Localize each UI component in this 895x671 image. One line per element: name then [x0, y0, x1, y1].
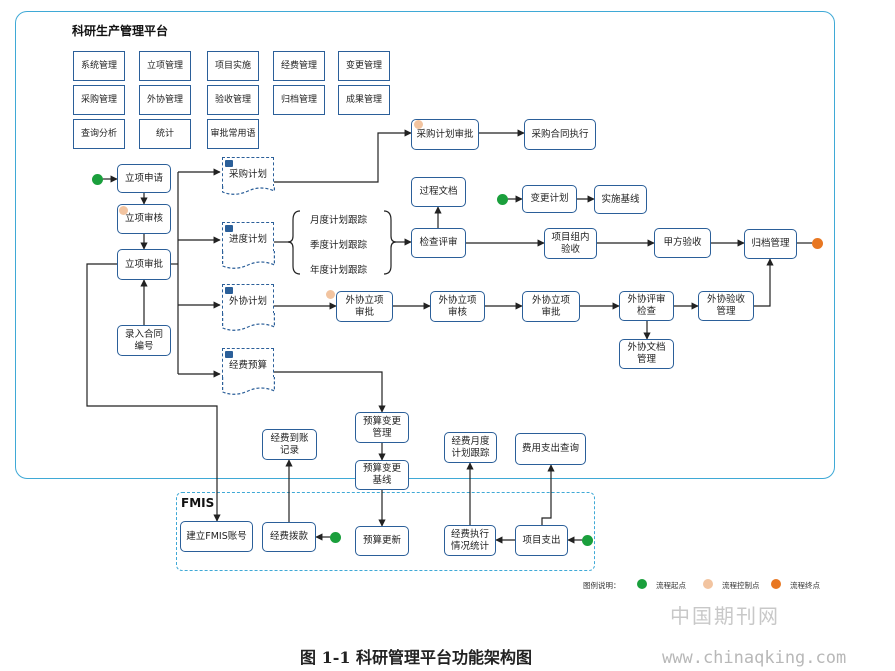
control-point-icon [414, 120, 423, 129]
platform-title: 科研生产管理平台 [72, 24, 169, 38]
doc-wave-purchase [222, 186, 275, 195]
node-expense-query[interactable]: 费用支出查询 [515, 433, 586, 465]
document-icon [225, 225, 233, 232]
end-point-icon [812, 238, 823, 249]
doc-label: 采购计划 [228, 168, 267, 180]
menu-approval-phrases[interactable]: 审批常用语 [207, 119, 259, 149]
doc-label: 进度计划 [228, 233, 267, 245]
menu-statistics[interactable]: 统计 [139, 119, 191, 149]
menu-query-analysis[interactable]: 查询分析 [73, 119, 125, 149]
legend-start: 流程起点 [656, 581, 686, 590]
node-budget-change-baseline[interactable]: 预算变更 基线 [355, 460, 409, 490]
node-change-plan[interactable]: 变更计划 [522, 185, 577, 213]
node-funds-received-record[interactable]: 经费到账 记录 [262, 429, 317, 460]
node-team-internal-acceptance[interactable]: 项目组内 验收 [544, 228, 597, 259]
node-budget-change-management[interactable]: 预算变更 管理 [355, 412, 409, 443]
legend-end: 流程终点 [790, 581, 820, 590]
node-implementation-baseline[interactable]: 实施基线 [594, 185, 647, 214]
legend-control: 流程控制点 [722, 581, 760, 590]
doc-wave-outsourcing [222, 313, 275, 331]
start-point-icon [92, 174, 103, 185]
fmis-title: FMIS [181, 496, 215, 510]
doc-label: 外协计划 [228, 295, 267, 307]
start-point-icon [330, 532, 341, 543]
document-icon [225, 160, 233, 167]
node-outsourcing-acceptance[interactable]: 外协验收 管理 [698, 291, 754, 321]
tracking-yearly: 年度计划跟踪 [310, 265, 368, 276]
control-point-icon [119, 206, 128, 215]
platform-frame [15, 11, 835, 479]
doc-funding-budget[interactable]: 经费预算 [222, 348, 274, 378]
node-outsourcing-setup-approval-1[interactable]: 外协立项 审批 [336, 291, 393, 322]
node-outsourcing-documents[interactable]: 外协文档 管理 [619, 339, 674, 369]
menu-system-mgmt[interactable]: 系统管理 [73, 51, 125, 81]
fmis-frame [176, 492, 595, 571]
node-purchase-contract-execution[interactable]: 采购合同执行 [524, 119, 596, 150]
tracking-monthly: 月度计划跟踪 [310, 215, 368, 226]
legend-end-icon [771, 579, 781, 589]
node-funds-disbursement[interactable]: 经费拨款 [262, 522, 316, 552]
node-project-approval[interactable]: 立项审批 [117, 249, 171, 280]
menu-results-mgmt[interactable]: 成果管理 [338, 85, 390, 115]
node-enter-contract-number[interactable]: 录入合同 编号 [117, 325, 171, 356]
menu-change-mgmt[interactable]: 变更管理 [338, 51, 390, 81]
node-budget-update[interactable]: 预算更新 [355, 526, 409, 556]
node-archive-management[interactable]: 归档管理 [744, 229, 797, 259]
doc-wave-schedule [222, 251, 275, 269]
menu-project-setup[interactable]: 立项管理 [139, 51, 191, 81]
node-funding-execution-stats[interactable]: 经费执行 情况统计 [444, 525, 496, 556]
document-icon [225, 287, 233, 294]
node-inspection-review[interactable]: 检查评审 [411, 228, 466, 258]
menu-project-implementation[interactable]: 项目实施 [207, 51, 259, 81]
node-project-expenditure[interactable]: 项目支出 [515, 525, 568, 556]
tracking-quarterly: 季度计划跟踪 [310, 240, 368, 251]
node-outsourcing-review-inspection[interactable]: 外协评审 检查 [619, 291, 674, 321]
node-create-fmis-account[interactable]: 建立FMIS账号 [180, 521, 253, 552]
node-outsourcing-setup-approval-2[interactable]: 外协立项 审批 [522, 291, 580, 322]
doc-wave-budget [222, 377, 275, 395]
doc-purchase-plan[interactable]: 采购计划 [222, 157, 274, 187]
watermark-url: www.chinaqking.com [662, 648, 847, 668]
legend-start-icon [637, 579, 647, 589]
doc-schedule-plan[interactable]: 进度计划 [222, 222, 274, 252]
legend-control-icon [703, 579, 713, 589]
node-purchase-plan-approval[interactable]: 采购计划审批 [411, 119, 479, 150]
legend-label: 图例说明： [583, 581, 621, 590]
start-point-icon [497, 194, 508, 205]
document-icon [225, 351, 233, 358]
node-client-acceptance[interactable]: 甲方验收 [654, 228, 711, 258]
node-project-application[interactable]: 立项申请 [117, 164, 171, 193]
menu-outsourcing-mgmt[interactable]: 外协管理 [139, 85, 191, 115]
menu-funding-mgmt[interactable]: 经费管理 [273, 51, 325, 81]
doc-label: 经费预算 [228, 359, 267, 371]
node-process-documents[interactable]: 过程文档 [411, 177, 466, 207]
figure-caption: 图 1-1 科研管理平台功能架构图 [300, 648, 533, 667]
node-outsourcing-setup-review[interactable]: 外协立项 审核 [430, 291, 485, 322]
control-point-icon [326, 290, 335, 299]
menu-procurement-mgmt[interactable]: 采购管理 [73, 85, 125, 115]
start-point-icon [582, 535, 593, 546]
node-monthly-funding-tracking[interactable]: 经费月度 计划跟踪 [444, 432, 497, 463]
watermark-cn: 中国期刊网 [670, 604, 780, 628]
doc-outsourcing-plan[interactable]: 外协计划 [222, 284, 274, 314]
menu-acceptance-mgmt[interactable]: 验收管理 [207, 85, 259, 115]
menu-archive-mgmt[interactable]: 归档管理 [273, 85, 325, 115]
